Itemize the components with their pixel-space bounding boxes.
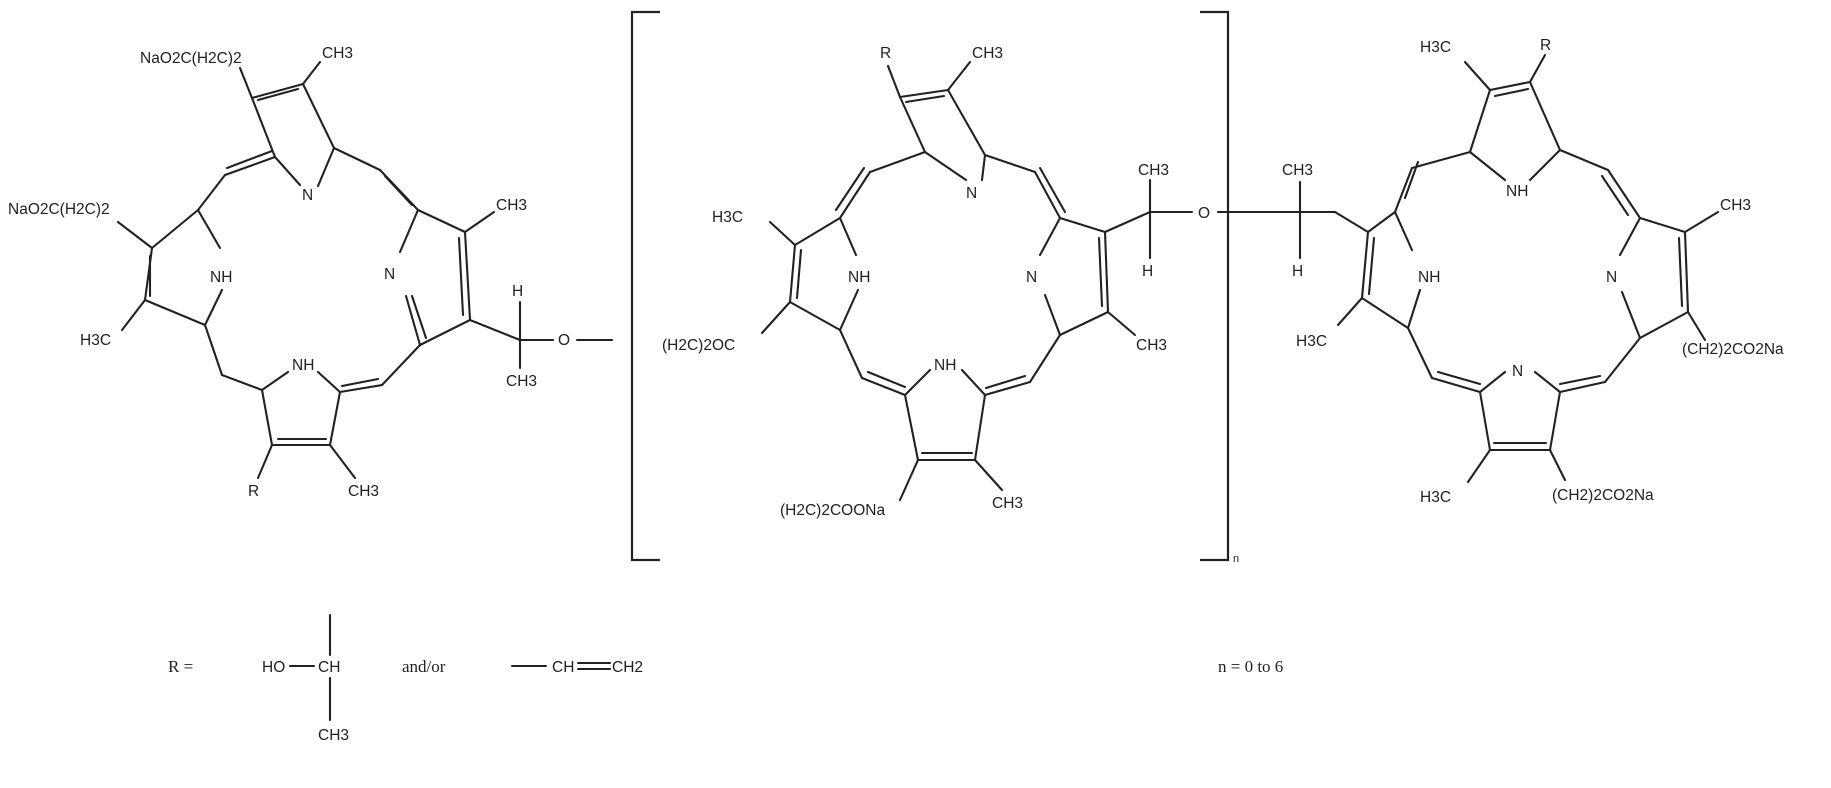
middle-linker-h: H — [1142, 263, 1153, 280]
middle-linker-oxygen: O — [1198, 205, 1210, 222]
right-ring-n-east: N — [1606, 269, 1617, 286]
right-right-methyl-label: CH3 — [1720, 197, 1751, 214]
right-top-methyl-label: H3C — [1420, 39, 1451, 56]
legend-r-label: R = — [168, 657, 193, 676]
legend-n-range: n = 0 to 6 — [1218, 657, 1283, 676]
middle-ring-n-east: N — [1026, 269, 1037, 286]
left-left-methyl-label: H3C — [80, 332, 111, 349]
middle-left-methyl-label: H3C — [712, 209, 743, 226]
left-left-chain-label: NaO2C(H2C)2 — [8, 201, 110, 218]
legend-vinyl-ch-label: CH — [552, 659, 574, 676]
middle-linker-methyl: CH3 — [1138, 162, 1169, 179]
legend-option-vinyl: CH CH2 — [510, 659, 643, 676]
left-ring-n-north: N — [302, 187, 313, 204]
left-ring-n-east: N — [384, 266, 395, 283]
right-linker-methyl: CH3 — [1282, 162, 1313, 179]
middle-bottom-methyl-label: CH3 — [992, 495, 1023, 512]
left-r-group: R — [248, 483, 259, 500]
right-ring-nh-north: NH — [1506, 183, 1528, 200]
left-ring-nh-south: NH — [292, 357, 314, 374]
middle-bottom-chain-label: (H2C)2COONa — [780, 502, 885, 519]
left-top-pyrrole — [250, 82, 336, 188]
repeat-bracket: n — [630, 10, 1239, 565]
middle-r-group: R — [880, 45, 891, 62]
left-linker-h: H — [512, 283, 523, 300]
right-r-group: R — [1540, 37, 1551, 54]
left-ring-nh-west: NH — [210, 269, 232, 286]
left-right-methyl-label: CH3 — [496, 197, 527, 214]
middle-left-chain-label: (H2C)2OC — [662, 337, 735, 354]
right-linker-h: H — [1292, 263, 1303, 280]
middle-ring-nh-south: NH — [934, 357, 956, 374]
monomer-right: CH3 H H3C R NH CH3 NH N H3C (CH2)2CO2Na … — [1282, 37, 1784, 506]
legend-option-hydroxyethyl: HO CH CH3 — [262, 613, 349, 744]
middle-ring-nh-west: NH — [848, 269, 870, 286]
legend-ch-label: CH — [318, 659, 340, 676]
monomer-middle: R CH3 CH3 N O H3C H NH N (H2C)2OC CH3 NH… — [662, 45, 1302, 519]
r-group-legend: R = HO CH CH3 and/or CH CH2 n = 0 to 6 — [168, 613, 1283, 744]
middle-ring-n-north: N — [966, 185, 977, 202]
repeat-subscript-n: n — [1233, 553, 1239, 565]
right-ring-nh-west: NH — [1418, 269, 1440, 286]
right-bottom-methyl-label: H3C — [1420, 489, 1451, 506]
left-east-pyrrole — [398, 208, 472, 347]
monomer-left: NaO2C(H2C)2 CH3 N NaO2C(H2C)2 CH3 NH N H… — [8, 45, 614, 500]
legend-connector: and/or — [402, 657, 446, 676]
left-west-pyrrole — [143, 208, 224, 327]
middle-top-methyl-label: CH3 — [972, 45, 1003, 62]
legend-ch3-label: CH3 — [318, 727, 349, 744]
right-left-methyl-label: H3C — [1296, 333, 1327, 350]
left-linker-methyl: CH3 — [506, 373, 537, 390]
legend-vinyl-ch2-label: CH2 — [612, 659, 643, 676]
middle-right-methyl-label: CH3 — [1136, 337, 1167, 354]
left-south-pyrrole — [260, 370, 342, 447]
left-top-methyl-label: CH3 — [322, 45, 353, 62]
right-ring-n-south: N — [1512, 363, 1523, 380]
left-top-chain-label: NaO2C(H2C)2 — [140, 50, 242, 67]
legend-ho-label: HO — [262, 659, 285, 676]
left-bottom-methyl-label: CH3 — [348, 483, 379, 500]
right-bottom-chain-label: (CH2)2CO2Na — [1552, 487, 1654, 504]
right-right-chain-label: (CH2)2CO2Na — [1682, 341, 1784, 358]
left-linker-oxygen: O — [558, 332, 570, 349]
